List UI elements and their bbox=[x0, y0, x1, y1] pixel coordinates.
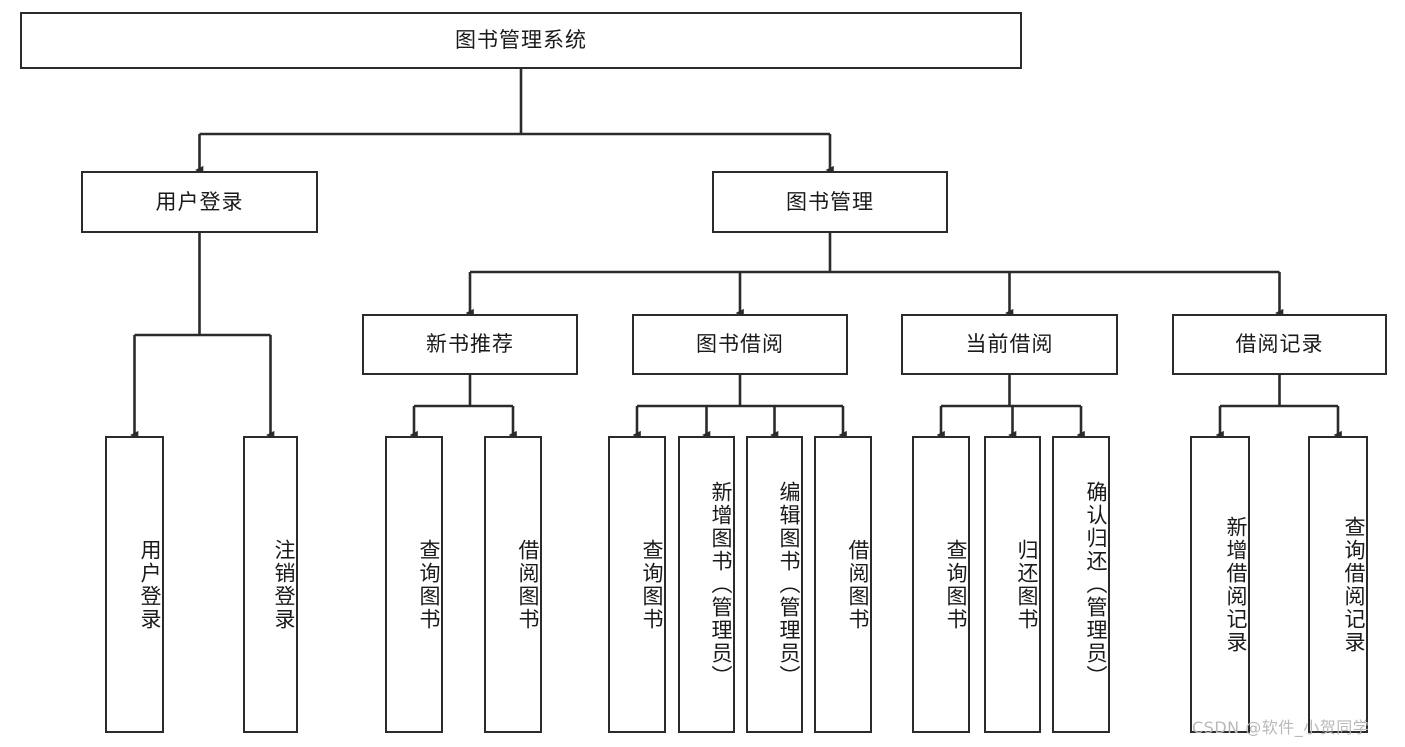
node-label: 借阅记录 bbox=[1235, 332, 1324, 357]
node-book-borrow[interactable]: 图书借阅 bbox=[632, 314, 848, 375]
node-label: 新增图书（管理员） bbox=[709, 481, 733, 688]
node-label: 查询图书 bbox=[640, 538, 664, 631]
node-label: 用户登录 bbox=[138, 538, 162, 631]
node-leaf-query-book-3[interactable]: 查询图书 bbox=[912, 436, 970, 733]
node-label: 用户登录 bbox=[155, 189, 244, 214]
node-leaf-query-book-1[interactable]: 查询图书 bbox=[385, 436, 443, 733]
node-label: 新书推荐 bbox=[426, 332, 514, 357]
node-leaf-user-login[interactable]: 用户登录 bbox=[105, 436, 164, 733]
node-current-borrow[interactable]: 当前借阅 bbox=[901, 314, 1118, 375]
node-label: 编辑图书（管理员） bbox=[777, 481, 801, 688]
node-leaf-query-book-2[interactable]: 查询图书 bbox=[608, 436, 666, 733]
node-label: 借阅图书 bbox=[846, 538, 870, 631]
node-leaf-query-record[interactable]: 查询借阅记录 bbox=[1308, 436, 1368, 733]
node-label: 图书管理系统 bbox=[455, 28, 587, 53]
node-label: 查询图书 bbox=[944, 538, 968, 631]
node-leaf-edit-book[interactable]: 编辑图书（管理员） bbox=[746, 436, 803, 733]
node-label: 新增借阅记录 bbox=[1224, 515, 1248, 654]
node-book-admin[interactable]: 图书管理 bbox=[712, 171, 948, 233]
node-leaf-borrow-book-2[interactable]: 借阅图书 bbox=[814, 436, 872, 733]
node-leaf-add-book[interactable]: 新增图书（管理员） bbox=[678, 436, 735, 733]
edge-paths bbox=[130, 69, 1342, 440]
node-label: 查询图书 bbox=[417, 538, 441, 631]
node-label: 图书借阅 bbox=[696, 332, 784, 357]
node-borrow-record[interactable]: 借阅记录 bbox=[1172, 314, 1387, 375]
node-leaf-add-record[interactable]: 新增借阅记录 bbox=[1190, 436, 1250, 733]
node-new-book-rec[interactable]: 新书推荐 bbox=[362, 314, 578, 375]
node-root[interactable]: 图书管理系统 bbox=[20, 12, 1022, 69]
node-label: 确认归还（管理员） bbox=[1084, 481, 1108, 688]
node-label: 归还图书 bbox=[1015, 538, 1039, 631]
watermark-text: CSDN @软件_小贺同学 bbox=[1192, 718, 1370, 737]
node-leaf-return-book[interactable]: 归还图书 bbox=[984, 436, 1041, 733]
node-label: 查询借阅记录 bbox=[1342, 515, 1366, 654]
node-leaf-user-logout[interactable]: 注销登录 bbox=[243, 436, 298, 733]
node-user-login[interactable]: 用户登录 bbox=[81, 171, 318, 233]
node-label: 借阅图书 bbox=[516, 538, 540, 631]
node-label: 当前借阅 bbox=[965, 332, 1054, 357]
node-leaf-borrow-book-1[interactable]: 借阅图书 bbox=[484, 436, 542, 733]
node-label: 注销登录 bbox=[272, 538, 296, 631]
node-label: 图书管理 bbox=[786, 189, 874, 214]
node-leaf-confirm-return[interactable]: 确认归还（管理员） bbox=[1052, 436, 1110, 733]
